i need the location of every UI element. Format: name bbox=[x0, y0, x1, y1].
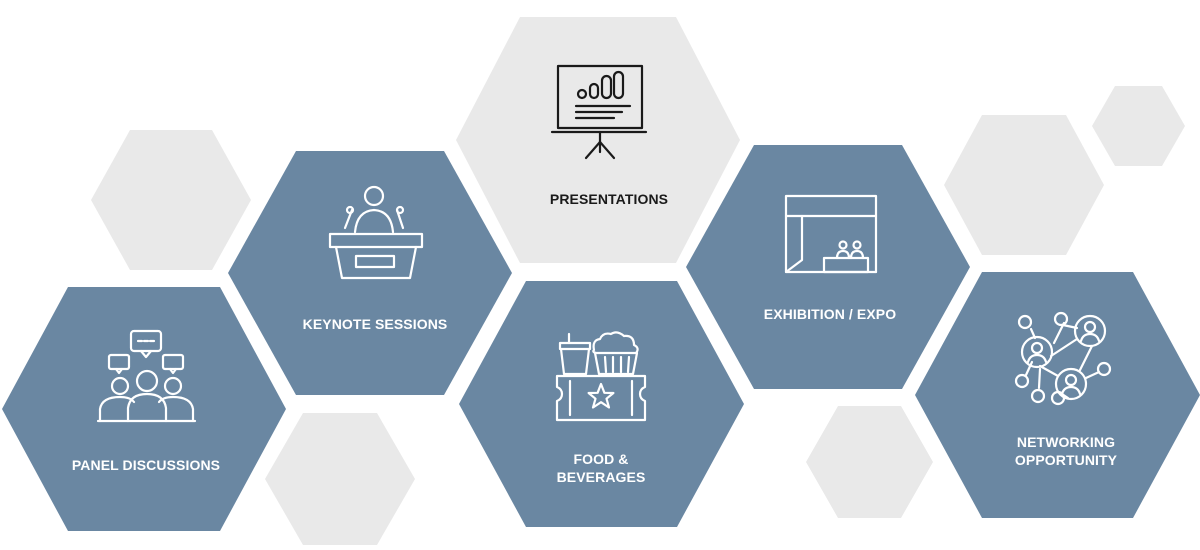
hex-keynote-sessions bbox=[228, 151, 512, 395]
speaker-podium-icon bbox=[328, 185, 424, 280]
label-exhibition-expo: EXHIBITION / EXPO bbox=[764, 305, 896, 323]
exhibition-booth-icon bbox=[784, 194, 878, 274]
hex-panel-discussions bbox=[2, 287, 286, 531]
decor-hex-bottom-left bbox=[265, 413, 415, 545]
decor-hex-top-right bbox=[944, 115, 1104, 255]
label-keynote-sessions: KEYNOTE SESSIONS bbox=[303, 315, 448, 333]
decor-hex-bottom-right bbox=[806, 406, 933, 518]
networking-text-line1: NETWORKING bbox=[1016, 434, 1116, 450]
food-text-line2: BEVERAGES bbox=[556, 469, 646, 485]
food-text-line1: FOOD & bbox=[573, 451, 629, 467]
panel-discussion-group-icon bbox=[96, 329, 197, 423]
presentations-text: PRESENTATIONS bbox=[549, 191, 669, 207]
label-food-beverages: FOOD & BEVERAGES bbox=[557, 450, 646, 486]
keynote-sessions-text: KEYNOTE SESSIONS bbox=[302, 316, 448, 332]
hex-presentations bbox=[456, 17, 740, 263]
networking-text-line2: OPPORTUNITY bbox=[1014, 452, 1118, 468]
network-people-icon bbox=[1014, 311, 1112, 406]
hex-networking-opportunity bbox=[915, 272, 1200, 518]
panel-discussions-text: PANEL DISCUSSIONS bbox=[71, 457, 221, 473]
hex-food-beverages bbox=[459, 281, 744, 527]
decor-hex-far-right bbox=[1092, 86, 1185, 166]
food-beverage-ticket-icon bbox=[555, 331, 647, 422]
decor-hex-left bbox=[91, 130, 251, 270]
label-presentations: PRESENTATIONS bbox=[550, 190, 668, 208]
hex-exhibition-expo bbox=[686, 145, 970, 389]
presentation-board-icon bbox=[550, 64, 648, 160]
label-networking-opportunity: NETWORKING OPPORTUNITY bbox=[1015, 433, 1117, 469]
label-panel-discussions: PANEL DISCUSSIONS bbox=[72, 456, 220, 474]
exhibition-expo-text: EXHIBITION / EXPO bbox=[763, 306, 897, 322]
